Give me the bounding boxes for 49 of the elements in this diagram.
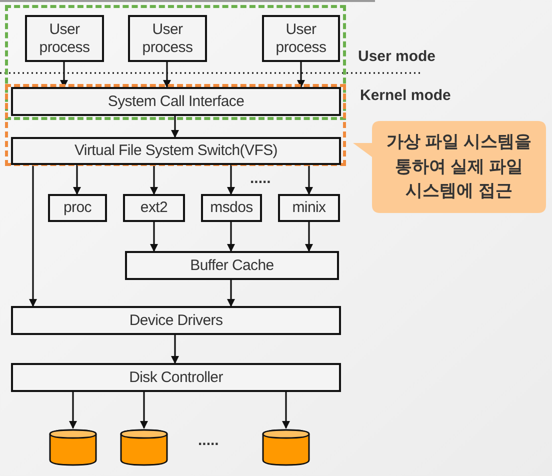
process-box [11, 87, 341, 116]
arrow [171, 116, 179, 138]
arrow [73, 165, 81, 195]
node-text: Virtual File System Switch(VFS) [74, 142, 278, 160]
arrow [305, 222, 313, 252]
process-box [125, 251, 339, 280]
node-text: Device Drivers [129, 312, 223, 330]
arrow [29, 165, 37, 307]
ellipsis-dots: ..... [198, 431, 219, 451]
node-text: ext2 [140, 199, 168, 217]
node-text: minix [292, 199, 326, 217]
callout-text: 가상 파일 시스템을 통하여 실제 파일 시스템에 접근 [385, 131, 533, 202]
process-box [11, 137, 341, 165]
node-text: proc [64, 199, 92, 217]
arrow [297, 62, 305, 88]
ellipsis-dots: ..... [250, 169, 271, 189]
arrow [305, 165, 313, 195]
node-text: User process [274, 21, 328, 56]
node-text: User process [141, 21, 194, 56]
mode-label: Kernel mode [360, 86, 451, 106]
process-box [123, 194, 185, 222]
arrow [140, 392, 148, 429]
node-text: Buffer Cache [190, 256, 274, 274]
disk-cylinder [49, 428, 97, 466]
node-text: System Call Interface [108, 92, 244, 110]
process-box [25, 15, 104, 62]
node-text: Disk Controller [129, 368, 223, 386]
node-text: User process [38, 21, 91, 56]
arrow [163, 62, 171, 88]
process-box [262, 15, 340, 62]
callout-bubble [352, 121, 546, 213]
node-text: msdos [210, 199, 253, 217]
arrow [227, 222, 235, 252]
process-box [201, 194, 262, 222]
arrow [282, 392, 290, 429]
disk-cylinder [262, 428, 310, 466]
process-box [11, 306, 341, 335]
process-box [278, 194, 340, 222]
arrow [150, 165, 158, 195]
arrow [227, 280, 235, 307]
arrow [69, 392, 77, 429]
process-box [48, 194, 107, 222]
arrow [150, 222, 158, 252]
arrow [227, 165, 235, 195]
arrow [171, 335, 179, 364]
disk-cylinder [120, 428, 168, 466]
mode-label: User mode [358, 47, 436, 67]
process-box [128, 15, 207, 62]
process-box [11, 363, 341, 392]
